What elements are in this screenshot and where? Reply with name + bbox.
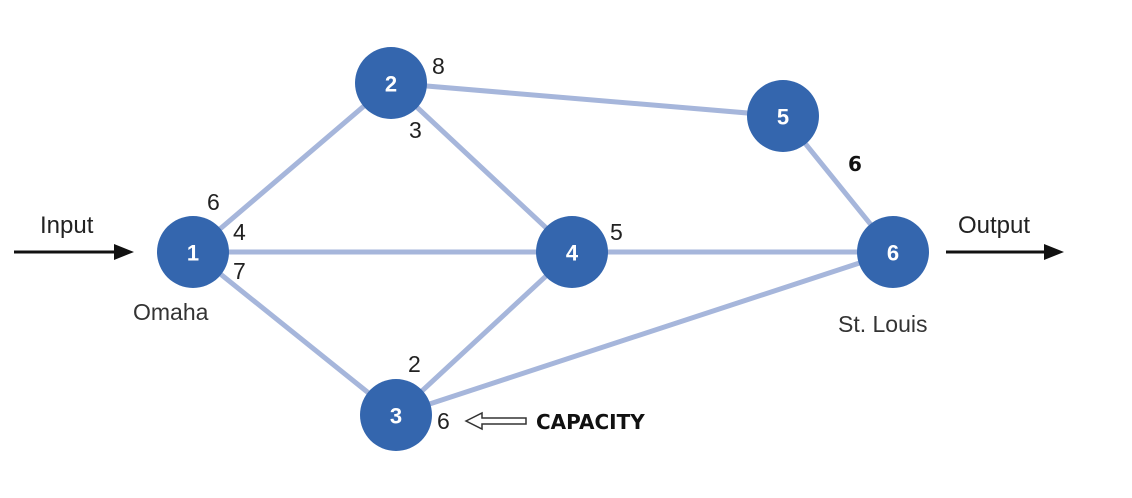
node-2-circle	[355, 47, 427, 119]
node-6-circle	[857, 216, 929, 288]
node-4-circle	[536, 216, 608, 288]
edge-3-6	[393, 249, 896, 418]
capacity-4-6: 5	[610, 219, 623, 245]
capacity-2-4: 3	[409, 117, 422, 143]
node-5: 5	[747, 80, 819, 152]
capacity-5-6: 6	[848, 152, 862, 176]
node-2: 2	[355, 47, 427, 119]
node-1-label: 1	[187, 241, 199, 266]
edge-2-5	[388, 80, 786, 119]
node-5-circle	[747, 80, 819, 152]
node-1: 1	[157, 216, 229, 288]
node-3-circle	[360, 379, 432, 451]
input-label: Input	[40, 212, 94, 239]
output-arrowhead-icon	[1044, 244, 1064, 260]
edge-3-4	[393, 249, 575, 418]
capacity-1-3: 7	[233, 258, 246, 284]
capacity-2-5: 8	[432, 53, 445, 79]
capacity-pointer-arrow-icon	[464, 411, 527, 431]
node-1-circle	[157, 216, 229, 288]
node-4-label: 4	[566, 241, 579, 266]
output-label: Output	[958, 212, 1030, 239]
edge-1-3	[190, 249, 399, 418]
node-5-label: 5	[777, 105, 789, 130]
node-6: 6	[857, 216, 929, 288]
capacity-3-6: 6	[437, 408, 450, 434]
output-arrow	[946, 244, 1064, 260]
source-place-label: Omaha	[133, 299, 209, 325]
node-3: 3	[360, 379, 432, 451]
node-3-label: 3	[390, 404, 402, 429]
capacity-1-2: 6	[207, 189, 220, 215]
capacity-1-4: 4	[233, 219, 246, 245]
capacity-labels: 6 4 7 8 3 2 6 5 6	[207, 53, 862, 434]
input-arrowhead-icon	[114, 244, 134, 260]
edge-1-2	[190, 80, 394, 255]
edges	[190, 80, 896, 418]
node-4: 4	[536, 216, 608, 288]
node-2-label: 2	[385, 72, 397, 97]
input-arrow	[14, 244, 134, 260]
edge-2-4	[388, 80, 575, 255]
capacity-3-4: 2	[408, 351, 421, 377]
node-6-label: 6	[887, 241, 899, 266]
capacity-annotation: CAPACITY	[536, 410, 645, 434]
sink-place-label: St. Louis	[838, 311, 928, 337]
